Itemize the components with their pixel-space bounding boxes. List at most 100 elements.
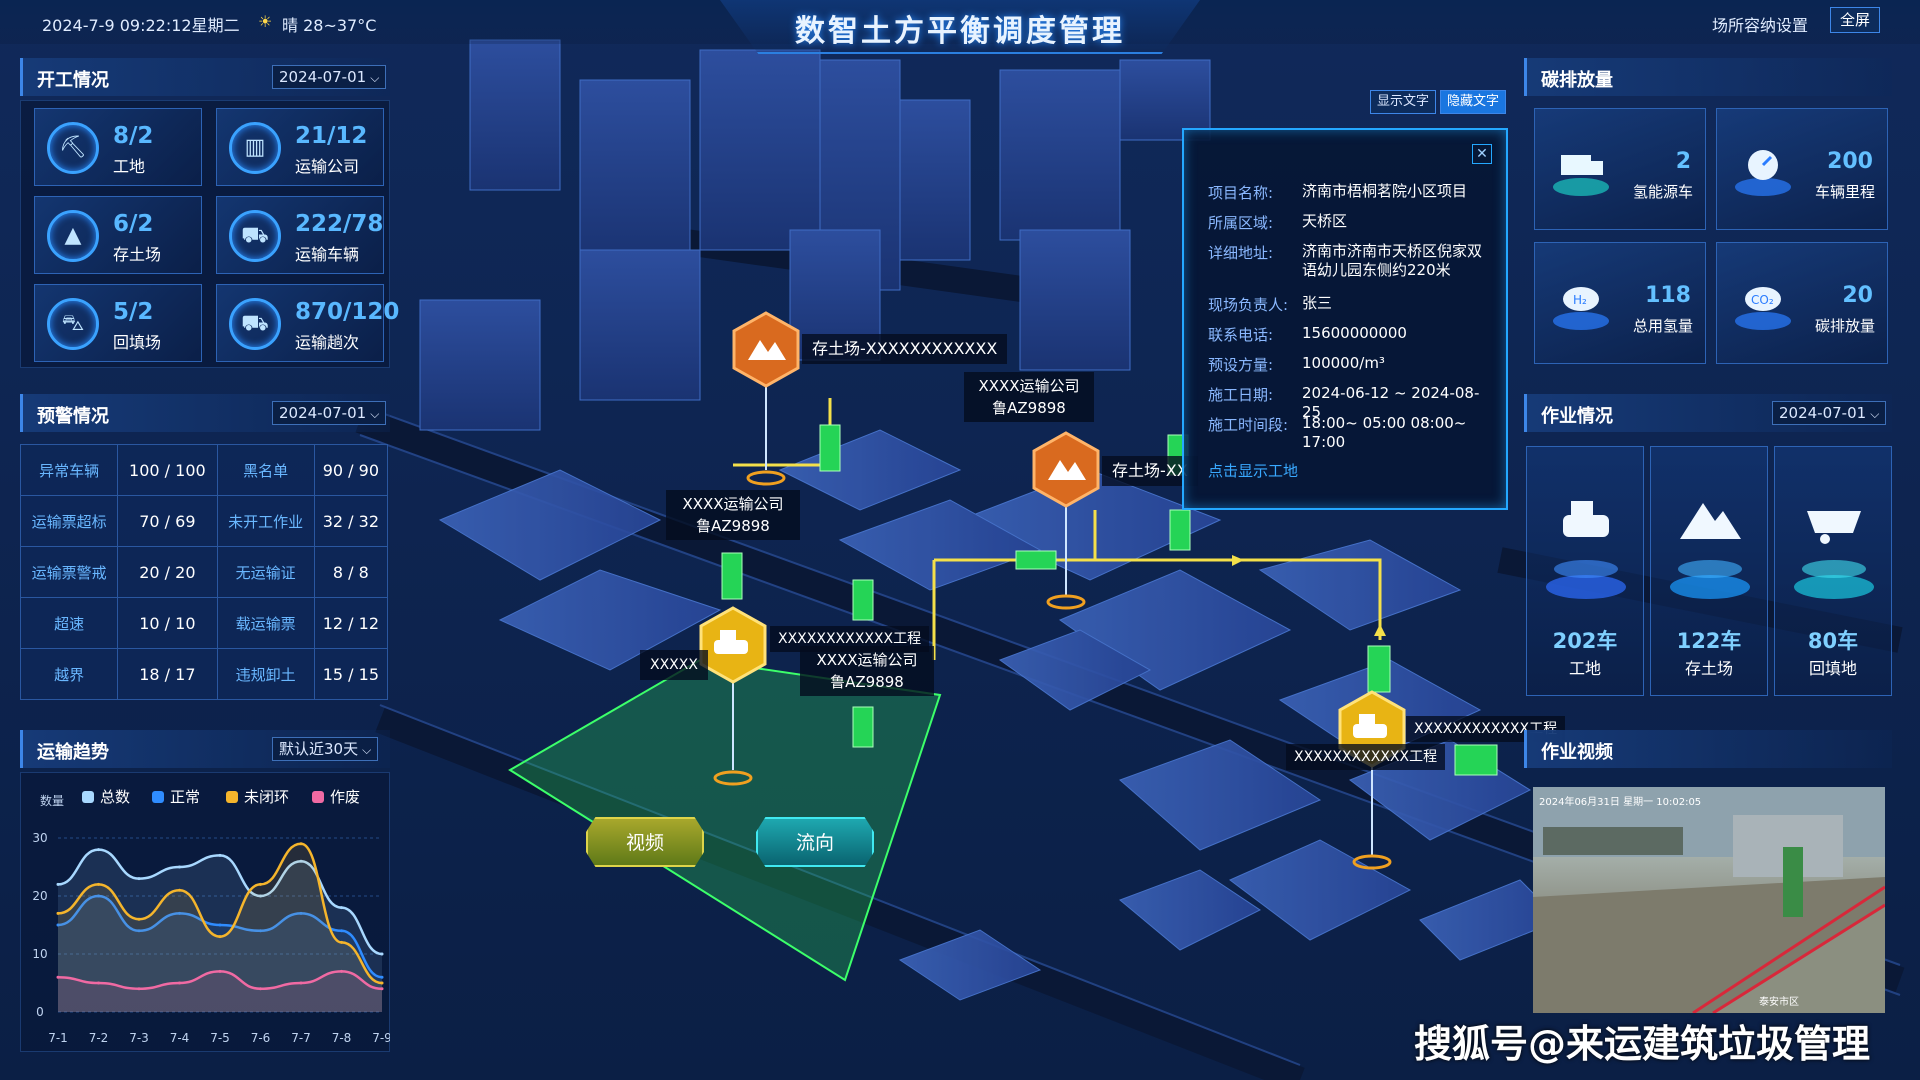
y-tick-label: 30 <box>32 831 47 845</box>
data-point <box>97 882 100 886</box>
video-header: 作业视频 <box>1524 730 1892 768</box>
work-card: 202车工地 <box>1526 446 1644 696</box>
info-row: 所属区域:天桥区 <box>1208 212 1348 232</box>
data-point <box>137 987 141 991</box>
data-point <box>340 906 343 910</box>
mountain-icon <box>1670 503 1750 599</box>
work-card: 122车存土场 <box>1650 446 1768 696</box>
work-title: 作业情况 <box>1541 406 1613 427</box>
legend-item: 总数 <box>82 786 130 807</box>
site-label-2b: XXXXXXXXXXXX工程 <box>1286 744 1446 770</box>
info-row: 施工时间段:18:00~ 05:00 08:00~ 17:00 <box>1208 414 1467 451</box>
truck-icon <box>1553 155 1609 196</box>
project-info-popup: ✕ 项目名称:济南市梧桐茗院小区项目 所属区域:天桥区 详细地址:济南市济南市天… <box>1182 128 1508 510</box>
data-point <box>299 981 303 985</box>
data-point <box>380 981 384 985</box>
sun-icon: ☀ <box>258 12 273 31</box>
data-point <box>137 929 141 933</box>
x-tick-label: 7-9 <box>372 1031 390 1045</box>
data-point <box>380 987 384 991</box>
info-row: 项目名称:济南市梧桐茗院小区项目 <box>1208 182 1468 202</box>
site-boundary <box>508 658 942 982</box>
legend-item: 作废 <box>312 786 360 807</box>
x-tick-label: 7-8 <box>332 1031 352 1045</box>
datetime: 2024-7-9 09:22:12星期二 <box>42 16 240 35</box>
svg-text:H₂: H₂ <box>1573 293 1587 307</box>
data-point <box>56 882 60 886</box>
data-point <box>178 981 181 985</box>
flow-button[interactable]: 流向 <box>756 817 874 867</box>
show-site-link[interactable]: 点击显示工地 <box>1208 462 1299 480</box>
chevron-down-icon: ⌵ <box>370 71 380 85</box>
data-point <box>299 842 303 846</box>
x-tick-label: 7-2 <box>89 1031 109 1045</box>
data-point <box>137 917 141 921</box>
kaigong-date-select[interactable]: 2024-07-01⌵ <box>272 65 387 89</box>
data-point <box>178 865 181 869</box>
data-point <box>178 888 181 892</box>
trend-range-select[interactable]: 默认近30天⌵ <box>272 737 379 761</box>
video-button[interactable]: 视频 <box>586 817 704 867</box>
video-frame <box>1533 787 1885 1013</box>
data-point <box>380 975 384 979</box>
data-point <box>137 877 141 881</box>
fullscreen-button[interactable]: 全屏 <box>1830 7 1880 33</box>
store-marker-2[interactable] <box>1032 431 1100 508</box>
video-timestamp: 2024年06月31日 星期一 10:02:05 <box>1539 797 1702 808</box>
work-video[interactable]: 2024年06月31日 星期一 10:02:05 泰安市区 <box>1533 787 1885 1013</box>
data-point <box>299 911 303 915</box>
data-point <box>259 987 262 991</box>
company-label-1: XXXX运输公司鲁AZ9898 <box>964 372 1094 422</box>
chevron-down-icon: ⌵ <box>1870 407 1880 421</box>
gauge-icon <box>1735 150 1791 196</box>
show-text-button[interactable]: 显示文字 <box>1370 90 1437 114</box>
work-date-select[interactable]: 2024-07-01⌵ <box>1772 401 1887 425</box>
store-label-1: 存土场-XXXXXXXXXXXX <box>802 334 1008 364</box>
info-row: 现场负责人:张三 <box>1208 294 1333 314</box>
chevron-down-icon: ⌵ <box>370 407 380 421</box>
h2-cloud-icon: H₂ <box>1553 287 1609 330</box>
x-tick-label: 7-5 <box>210 1031 230 1045</box>
hide-text-button[interactable]: 隐藏文字 <box>1440 90 1507 114</box>
building-icon: ▥ <box>229 122 281 174</box>
store-marker-1[interactable] <box>732 311 800 388</box>
data-point <box>56 975 60 979</box>
data-point <box>97 981 100 985</box>
settings-link[interactable]: 场所容纳设置 <box>1712 16 1809 35</box>
site-label-2a: XXXXXXXXXXXX工程 <box>1406 716 1566 742</box>
video-location: 泰安市区 <box>1759 997 1799 1008</box>
series-area <box>58 971 382 1012</box>
legend-item: 未闭环 <box>226 786 289 807</box>
close-icon[interactable]: ✕ <box>1472 144 1492 164</box>
kaigong-title: 开工情况 <box>37 70 109 91</box>
legend-item: 正常 <box>152 786 200 807</box>
data-point <box>178 911 181 915</box>
y-axis-label: 数量 <box>40 794 65 808</box>
site-marker-1[interactable] <box>699 606 767 684</box>
x-tick-label: 7-7 <box>291 1031 311 1045</box>
y-tick-label: 0 <box>36 1005 44 1019</box>
yujing-date-select[interactable]: 2024-07-01⌵ <box>272 401 387 425</box>
info-row: 施工日期:2024-06-12 ~ 2024-08-25 <box>1208 384 1480 421</box>
truck-icon: ⛟ <box>229 210 281 262</box>
site-label-1b: XXXXXXXXXXXX工程 <box>770 626 930 652</box>
series-line <box>57 842 383 985</box>
trend-title: 运输趋势 <box>37 742 109 763</box>
data-point <box>259 882 262 886</box>
y-tick-label: 10 <box>32 947 47 961</box>
carbon-header: 碳排放量 <box>1524 58 1892 96</box>
data-point <box>340 940 343 944</box>
data-point <box>56 923 60 927</box>
